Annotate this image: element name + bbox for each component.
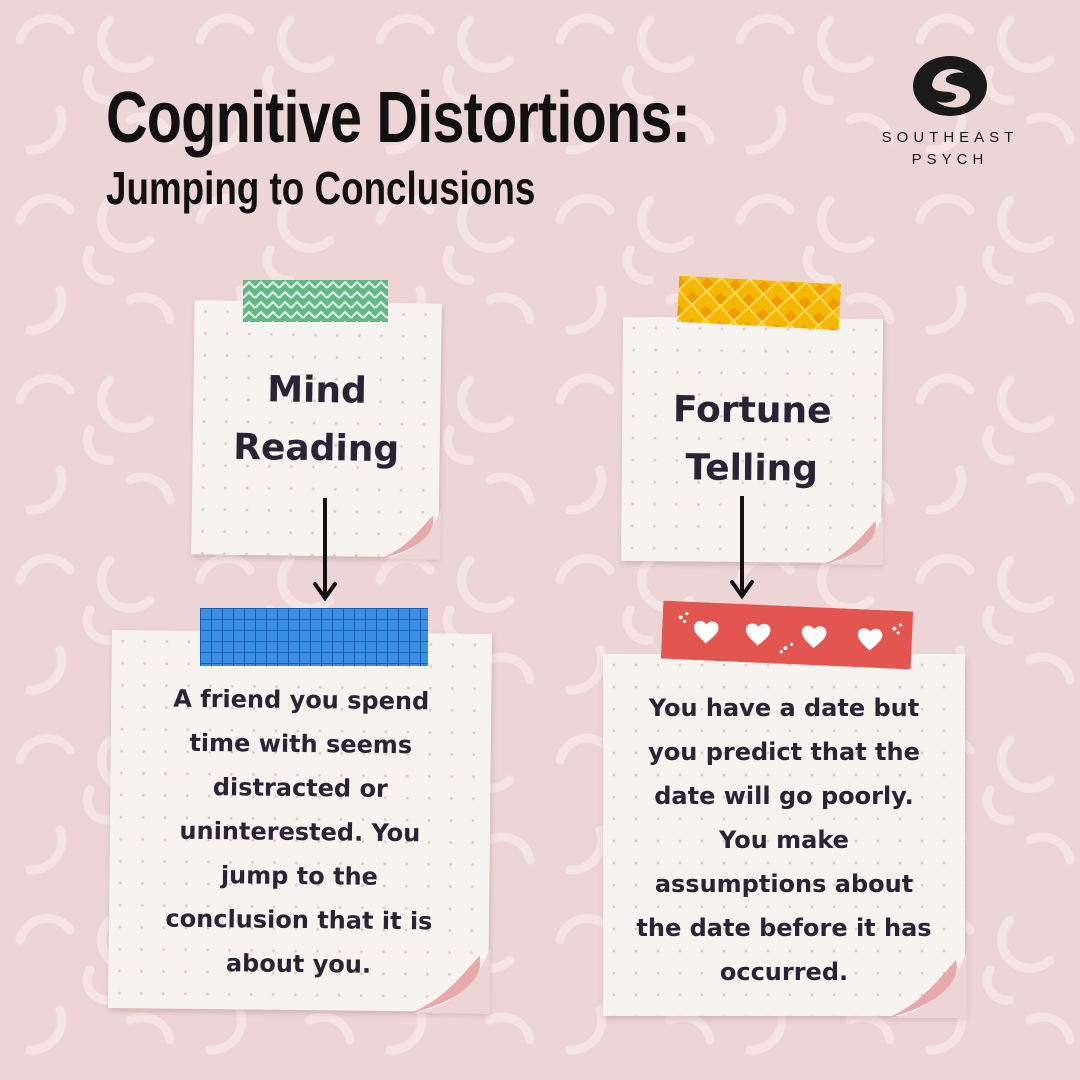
page-subtitle: Jumping to Conclusions bbox=[106, 162, 536, 214]
s-monogram-icon bbox=[913, 56, 987, 116]
heart-icon bbox=[746, 623, 771, 646]
example-line: the date before it has bbox=[636, 914, 932, 942]
label-line-2: Reading bbox=[232, 426, 400, 471]
tape-blue-grid bbox=[200, 608, 428, 666]
page-curl-icon bbox=[380, 509, 441, 560]
example-line: assumptions about bbox=[654, 870, 914, 898]
example-line: distracted or bbox=[212, 773, 389, 803]
brand-line-1: SOUTHEAST bbox=[881, 129, 1019, 146]
arrow-down-icon bbox=[313, 498, 337, 602]
example-line: occurred. bbox=[719, 958, 849, 986]
heart-icon bbox=[694, 621, 719, 644]
example-line: uninterested. You bbox=[179, 816, 421, 848]
arrow-down-icon bbox=[730, 496, 754, 600]
card-fortune-telling-label: Fortune Telling bbox=[620, 316, 884, 566]
example-line: time with seems bbox=[189, 728, 413, 760]
heart-icon bbox=[857, 628, 883, 651]
tape-yellow-plaid bbox=[676, 275, 842, 331]
tape-green-chevron bbox=[243, 280, 388, 322]
example-line: You have a date but bbox=[648, 694, 920, 722]
label-line-2: Telling bbox=[685, 447, 819, 490]
page-curl-icon bbox=[887, 952, 967, 1018]
card-mind-reading-label: Mind Reading bbox=[191, 300, 442, 560]
example-line: you predict that the bbox=[648, 738, 920, 766]
page-curl-icon bbox=[410, 947, 491, 1014]
brand-logo: SOUTHEAST PSYCH bbox=[870, 55, 1030, 171]
label-line-1: Mind bbox=[266, 369, 368, 412]
heart-icon bbox=[801, 625, 827, 649]
page-title: Cognitive Distortions: bbox=[106, 78, 691, 158]
example-line: conclusion that it is bbox=[165, 904, 433, 936]
example-line: You make bbox=[719, 826, 849, 854]
page-curl-icon bbox=[822, 515, 884, 566]
tape-red-hearts bbox=[660, 600, 914, 670]
example-line: jump to the bbox=[220, 861, 379, 891]
card-fortune-telling-example: You have a date but you predict that the… bbox=[603, 654, 967, 1018]
label-line-1: Fortune bbox=[672, 389, 832, 432]
example-line: A friend you spend bbox=[173, 684, 430, 716]
example-line: date will go poorly. bbox=[654, 782, 914, 810]
brand-line-2: PSYCH bbox=[911, 151, 989, 168]
example-line: about you. bbox=[225, 949, 372, 979]
card-mind-reading-example: A friend you spend time with seems distr… bbox=[108, 630, 492, 1014]
